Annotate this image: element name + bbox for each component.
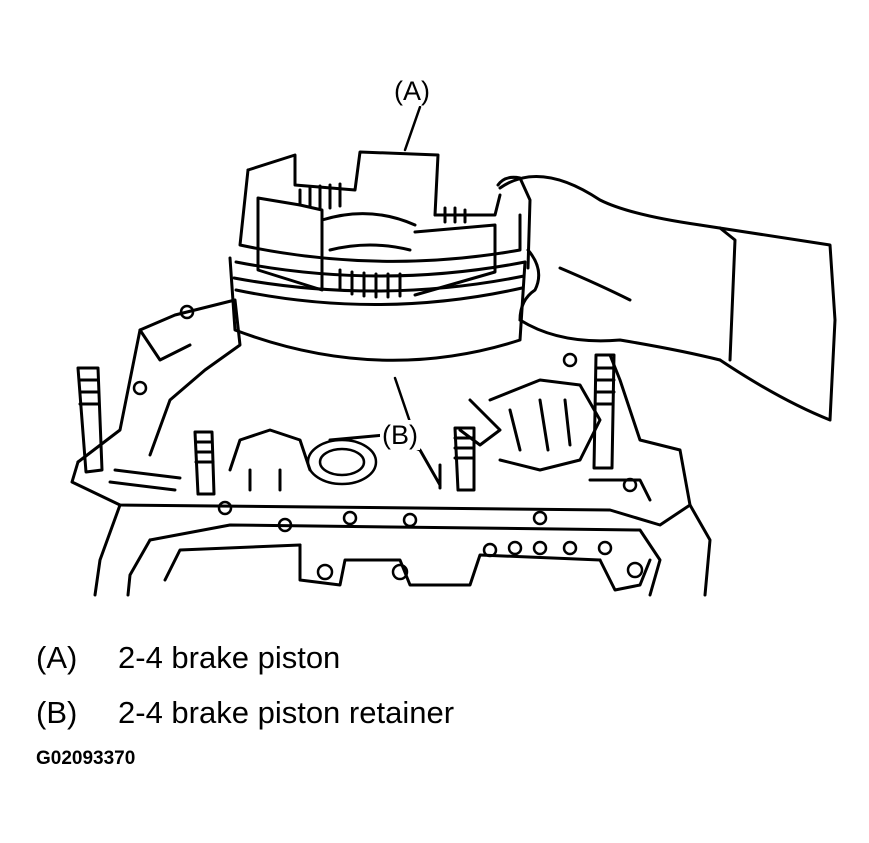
leader-line-a (403, 105, 422, 152)
brake-piston (238, 150, 522, 299)
callout-label-a: (A) (392, 76, 432, 106)
callout-label-b: (B) (380, 420, 420, 450)
legend-key: (A) (36, 639, 78, 675)
legend-text: 2-4 brake piston retainer (118, 694, 455, 730)
figure-id: G02093370 (36, 748, 136, 769)
legend: (A) 2-4 brake piston (B) 2-4 brake pisto… (36, 630, 454, 740)
stud-bolts (76, 353, 616, 496)
legend-text: 2-4 brake piston (118, 639, 341, 675)
technician-hand (496, 175, 837, 422)
legend-key: (B) (36, 694, 78, 730)
legend-item: (A) 2-4 brake piston (36, 630, 454, 685)
brake-piston-retainer (228, 256, 527, 362)
gasket-holes (132, 304, 644, 581)
transmission-illustration (70, 105, 837, 597)
leader-line-b (393, 376, 412, 424)
legend-item: (B) 2-4 brake piston retainer (36, 685, 454, 740)
